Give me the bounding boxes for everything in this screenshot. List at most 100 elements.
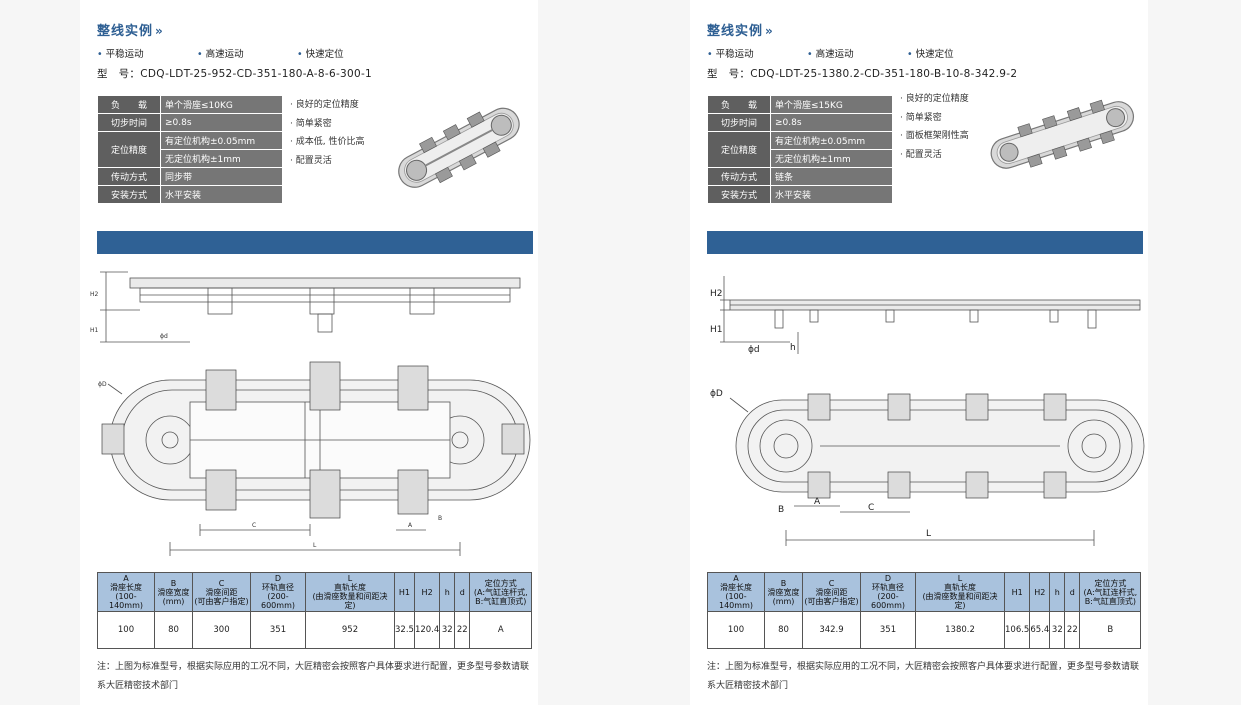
dim-label-l: L (926, 529, 931, 539)
dim-label-a: A (408, 522, 413, 529)
page-gutter-right (1148, 0, 1241, 705)
dim-label-phi-d: ϕD (710, 389, 723, 399)
spec-table: 负 载单个滑座≤10KG 切步时间≥0.8s 定位精度有定位机构±0.05mm … (97, 95, 283, 204)
col-header-d-small: d (454, 572, 471, 612)
advantage-item: 面板框架刚性高 (900, 127, 969, 146)
table-cell: 32 (1049, 611, 1066, 649)
product-render (990, 99, 1135, 169)
col-header-h2: H2 (1029, 572, 1051, 612)
spec-value: 水平安装 (770, 185, 893, 204)
spec-value: ≥0.8s (770, 113, 893, 132)
technical-drawing: H2 H1 ϕd h ϕD B A C L (710, 276, 1145, 546)
spec-key: 安装方式 (707, 185, 771, 204)
spec-value: 有定位机构±0.05mm (770, 131, 893, 150)
section-title: 整线实例» (707, 24, 774, 39)
table-cell: 100 (707, 611, 765, 649)
table-cell: 351 (250, 611, 306, 649)
col-header-d-small: d (1064, 572, 1081, 612)
chevron-right-icon: » (155, 24, 164, 38)
table-cell: 351 (860, 611, 916, 649)
advantage-item: 简单紧密 (900, 109, 969, 128)
dim-label-c: C (868, 503, 874, 513)
spec-key: 传动方式 (97, 167, 161, 186)
spec-key: 负 载 (707, 95, 771, 114)
table-cell: 65.4 (1029, 611, 1051, 649)
dim-label-h1: H1 (90, 327, 99, 334)
table-cell: 32.5 (394, 611, 415, 649)
dim-label-h2: H2 (90, 291, 99, 298)
dim-label-h1: H1 (710, 325, 723, 335)
spec-key: 定位精度 (707, 131, 771, 168)
dim-label-a: A (814, 497, 821, 507)
table-row: 100 80 342.9 351 1380.2 106.5 65.4 32 22… (707, 611, 1142, 649)
advantage-item: 良好的定位精度 (290, 96, 364, 115)
dim-label-b: B (438, 515, 442, 522)
advantage-item: 良好的定位精度 (900, 90, 969, 109)
table-cell: 1380.2 (915, 611, 1005, 649)
advantage-list: 良好的定位精度 简单紧密 面板框架刚性高 配置灵活 (900, 90, 969, 164)
table-cell: 100 (97, 611, 155, 649)
spec-key: 传动方式 (707, 167, 771, 186)
chevron-right-icon: » (765, 24, 774, 38)
spec-value: 无定位机构±1mm (770, 149, 893, 168)
col-header-h1: H1 (394, 572, 415, 612)
spec-value: 水平安装 (160, 185, 283, 204)
table-cell: 80 (764, 611, 803, 649)
page-gutter-left (0, 0, 80, 705)
footnote: 注：上图为标准型号，根据实际应用的工况不同，大匠精密会按照客户具体要求进行配置，… (707, 662, 1140, 691)
dim-label-phi-d: ϕD (98, 381, 107, 388)
col-header-h: h (439, 572, 456, 612)
spec-value: 单个滑座≤10KG (160, 95, 283, 114)
feature-item: 平稳运动 (707, 46, 807, 60)
table-cell: 22 (1064, 611, 1081, 649)
feature-item: 高速运动 (197, 46, 297, 60)
dim-label-b: B (778, 505, 784, 515)
table-cell: 952 (305, 611, 395, 649)
dim-label-c: C (252, 522, 256, 529)
advantage-item: 配置灵活 (290, 152, 364, 171)
spec-value: ≥0.8s (160, 113, 283, 132)
feature-list: 平稳运动 高速运动 快速定位 (97, 46, 397, 60)
advantage-item: 成本低, 性价比高 (290, 133, 365, 152)
table-cell: 22 (454, 611, 471, 649)
table-cell: 32 (439, 611, 456, 649)
dim-label-phi-d-small: ϕd (160, 333, 168, 340)
table-cell: 120.4 (413, 611, 441, 649)
product-render (398, 107, 520, 188)
table-cell: B (1079, 611, 1142, 649)
table-cell: 106.5 (1003, 611, 1031, 649)
table-cell: A (469, 611, 533, 649)
table-row: 100 80 300 351 952 32.5 120.4 32 22 A (97, 611, 533, 649)
col-header-positioning: 定位方式(A:气缸连杆式,B:气缸直顶式) (1079, 572, 1142, 612)
spec-value: 链条 (770, 167, 893, 186)
page-gutter-middle (538, 0, 690, 705)
table-cell: 80 (154, 611, 193, 649)
table-cell: 300 (192, 611, 251, 649)
advantage-list: 良好的定位精度 简单紧密 成本低, 性价比高 配置灵活 (290, 96, 365, 171)
advantage-item: 配置灵活 (900, 146, 969, 165)
section-title: 整线实例» (97, 24, 164, 39)
spec-key: 切步时间 (97, 113, 161, 132)
table-cell: 342.9 (802, 611, 861, 649)
model-number: 型 号：CDQ-LDT-25-952-CD-351-180-A-8-6-300-… (97, 68, 373, 80)
feature-list: 平稳运动 高速运动 快速定位 (707, 46, 1007, 60)
model-number: 型 号：CDQ-LDT-25-1380.2-CD-351-180-B-10-8-… (707, 68, 1018, 80)
dim-label-h: h (790, 343, 796, 353)
spec-value: 有定位机构±0.05mm (160, 131, 283, 150)
spec-value: 同步带 (160, 167, 283, 186)
dim-label-h2: H2 (710, 289, 723, 299)
spec-key: 负 载 (97, 95, 161, 114)
spec-key: 切步时间 (707, 113, 771, 132)
section-banner (707, 231, 1143, 254)
